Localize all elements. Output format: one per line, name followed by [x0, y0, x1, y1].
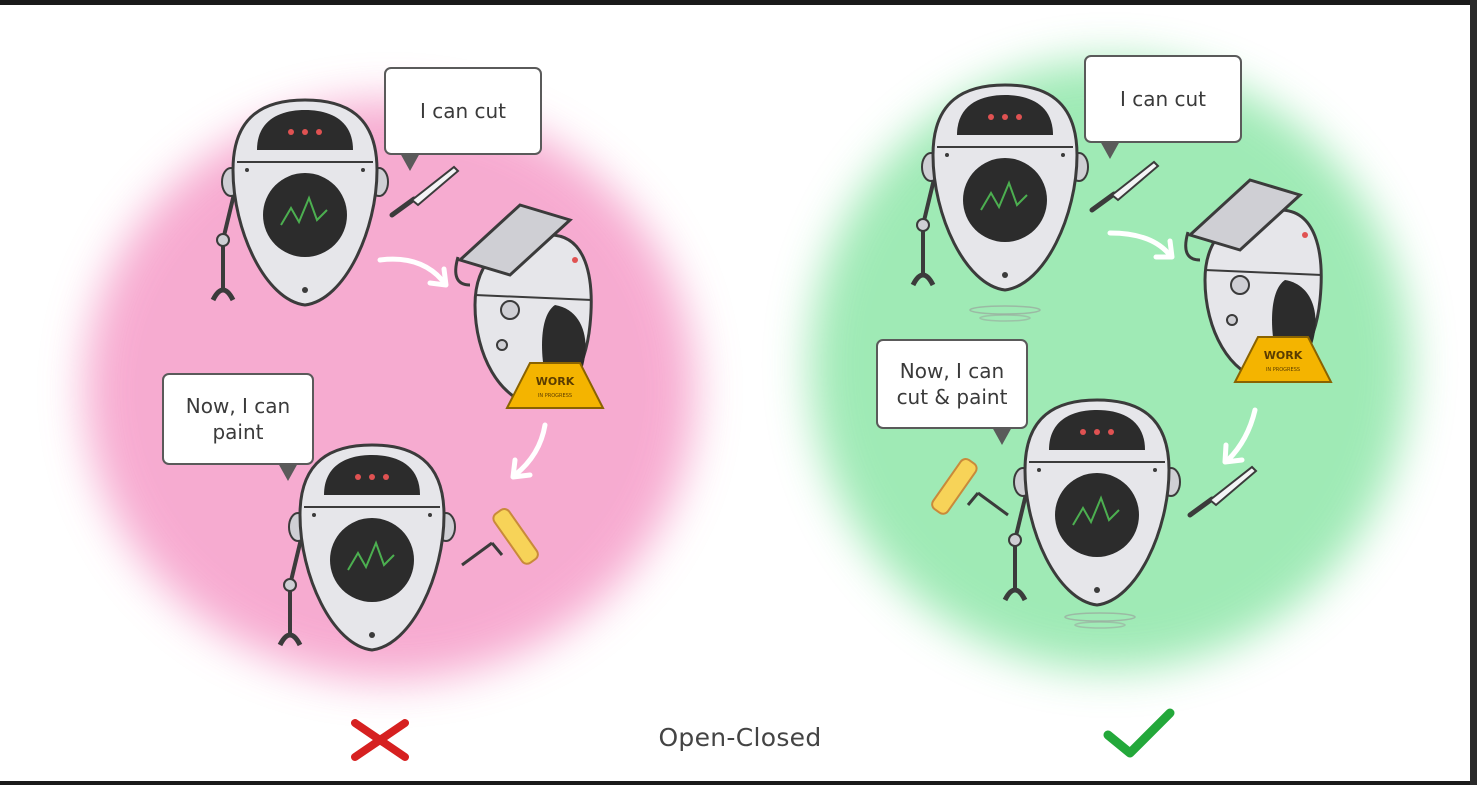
bad-speech-bubble-paint: Now, I can paint: [162, 373, 314, 481]
bad-speech-bubble-cut: I can cut: [384, 67, 542, 171]
svg-text:IN PROGRESS: IN PROGRESS: [538, 393, 572, 399]
flow-arrow: [1107, 230, 1171, 256]
window-edge: [1470, 0, 1477, 785]
bubble-text: I can cut: [1119, 87, 1207, 111]
cross-icon: [351, 719, 409, 761]
flow-arrow: [377, 256, 445, 283]
work-sign-icon: WORK IN PROGRESS: [1234, 336, 1332, 383]
diagram-canvas: WORK IN PROGRESS WORK IN PROGRESS: [85, 60, 1410, 761]
bubble-text: I can cut: [419, 99, 507, 123]
svg-text:WORK: WORK: [1264, 349, 1303, 362]
bubble-text: Now, I can cut & paint: [896, 359, 1008, 409]
slide: WORK IN PROGRESS WORK IN PROGRESS: [0, 5, 1470, 781]
svg-text:IN PROGRESS: IN PROGRESS: [1266, 367, 1300, 373]
good-speech-bubble-cut: I can cut: [1084, 55, 1242, 159]
bubble-text: Now, I can paint: [185, 394, 291, 444]
flow-arrow: [1225, 407, 1258, 463]
work-sign-icon: WORK IN PROGRESS: [506, 362, 604, 409]
svg-text:WORK: WORK: [536, 375, 575, 388]
flow-arrow: [512, 422, 548, 478]
good-speech-bubble-cut-paint: Now, I can cut & paint: [876, 339, 1028, 445]
principle-title: Open-Closed: [658, 723, 822, 752]
check-icon: [1103, 708, 1175, 758]
